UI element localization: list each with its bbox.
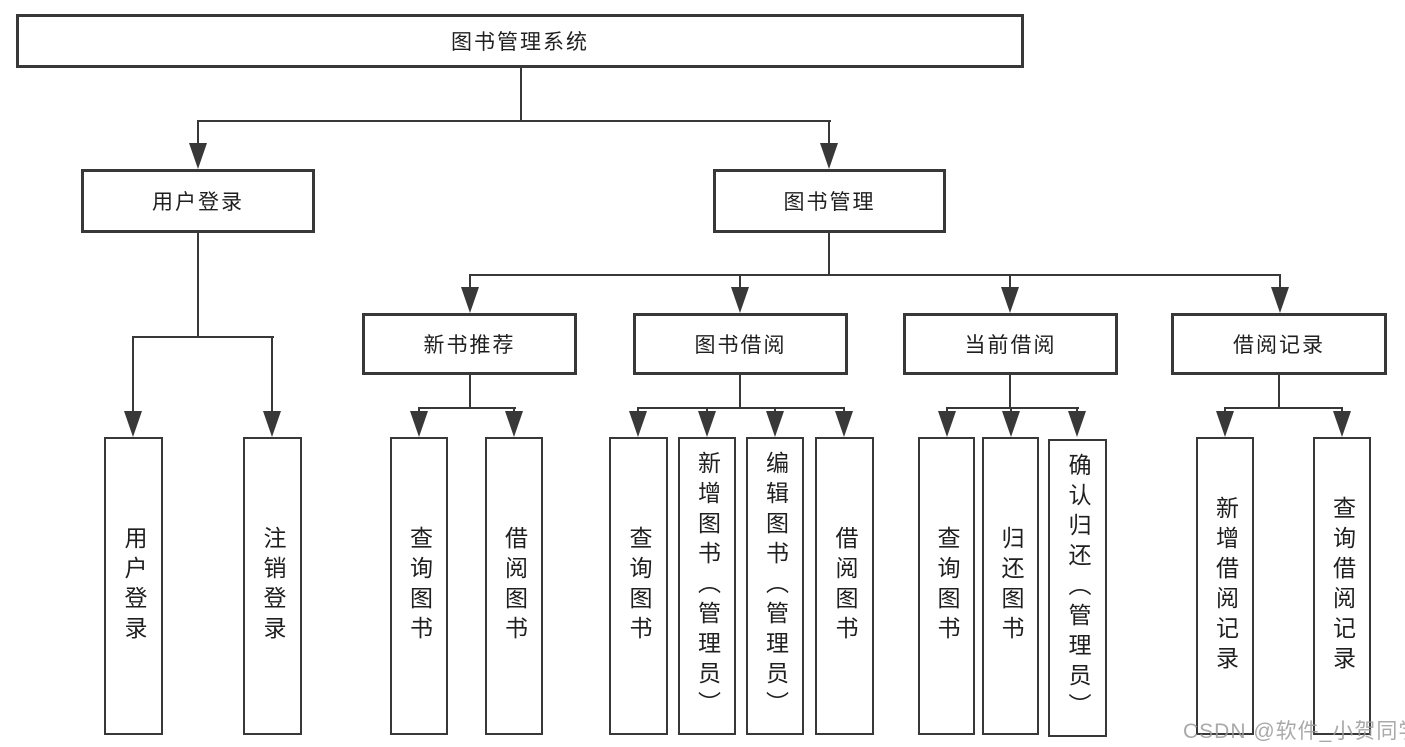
- leaf-confirm-return-admin: 确认归还（管理员）: [1048, 439, 1107, 737]
- leaf-query-books-2: 查询图书: [609, 437, 668, 735]
- arrow-down-icon: [1271, 287, 1289, 313]
- node-book-management: 图书管理: [713, 169, 946, 233]
- leaf-add-books-admin: 新增图书（管理员）: [678, 437, 736, 735]
- arrow-down-icon: [189, 143, 207, 169]
- arrow-down-icon: [766, 411, 784, 437]
- connector-line: [132, 336, 134, 414]
- connector-line: [513, 407, 515, 414]
- connector-line: [197, 120, 199, 146]
- node-label: 图书借阅: [694, 334, 787, 357]
- node-current-borrow: 当前借阅: [903, 313, 1118, 375]
- connector-line: [197, 120, 831, 122]
- leaf-label: 确认归还（管理员）: [1065, 453, 1091, 723]
- connector-line: [637, 407, 639, 414]
- connector-line: [1224, 407, 1343, 409]
- arrow-down-icon: [1002, 411, 1020, 437]
- node-label: 图书管理: [783, 191, 876, 214]
- connector-line: [843, 407, 845, 414]
- leaf-label: 查询借阅记录: [1329, 496, 1356, 676]
- connector-line: [946, 407, 1079, 409]
- connector-line: [1341, 407, 1343, 414]
- connector-line: [706, 407, 708, 414]
- arrow-down-icon: [1216, 411, 1234, 437]
- connector-line: [469, 274, 1281, 276]
- connector-line: [637, 407, 845, 409]
- connector-line: [946, 407, 948, 414]
- arrow-down-icon: [1333, 411, 1351, 437]
- connector-line: [1278, 375, 1280, 407]
- node-label: 新书推荐: [423, 334, 516, 357]
- csdn-watermark: CSDN @软件_小贺同学: [1183, 720, 1405, 743]
- leaf-query-books-1: 查询图书: [390, 437, 448, 735]
- connector-line: [1224, 407, 1226, 414]
- leaf-label: 新增图书（管理员）: [694, 451, 721, 721]
- connector-line: [828, 120, 830, 146]
- connector-line: [418, 407, 516, 409]
- leaf-edit-books-admin: 编辑图书（管理员）: [746, 437, 804, 735]
- node-label: 当前借阅: [964, 334, 1057, 357]
- connector-line: [271, 336, 273, 414]
- leaf-label: 归还图书: [998, 526, 1024, 646]
- leaf-label: 查询图书: [406, 526, 433, 646]
- connector-line: [1009, 274, 1011, 289]
- connector-line: [469, 375, 471, 407]
- leaf-label: 查询图书: [934, 526, 960, 646]
- node-label: 图书管理系统: [451, 31, 589, 54]
- leaf-return-books: 归还图书: [982, 437, 1039, 735]
- arrow-down-icon: [124, 411, 142, 437]
- leaf-label: 借阅图书: [501, 526, 528, 646]
- leaf-label: 编辑图书（管理员）: [762, 451, 789, 721]
- leaf-logout: 注销登录: [243, 437, 302, 735]
- leaf-user-login: 用户登录: [104, 437, 163, 735]
- leaf-label: 借阅图书: [832, 526, 858, 646]
- connector-line: [197, 233, 199, 336]
- arrow-down-icon: [835, 411, 853, 437]
- leaf-query-books-3: 查询图书: [918, 437, 975, 735]
- arrow-down-icon: [820, 143, 838, 169]
- arrow-down-icon: [1001, 287, 1019, 313]
- arrow-down-icon: [629, 411, 647, 437]
- node-user-login: 用户登录: [81, 169, 315, 233]
- connector-line: [418, 407, 420, 414]
- connector-line: [1279, 274, 1281, 289]
- leaf-label: 新增借阅记录: [1212, 496, 1239, 676]
- arrow-down-icon: [731, 287, 749, 313]
- node-label: 借阅记录: [1233, 334, 1325, 357]
- connector-line: [1076, 407, 1078, 414]
- connector-line: [1010, 407, 1012, 414]
- connector-line: [1009, 375, 1011, 407]
- connector-line: [469, 274, 471, 289]
- connector-line: [828, 233, 830, 274]
- leaf-query-borrow-record: 查询借阅记录: [1313, 437, 1371, 735]
- node-root-system: 图书管理系统: [16, 14, 1024, 68]
- node-label: 用户登录: [152, 191, 244, 214]
- arrow-down-icon: [938, 411, 956, 437]
- node-book-borrow: 图书借阅: [633, 313, 848, 375]
- leaf-label: 用户登录: [121, 526, 147, 646]
- arrow-down-icon: [505, 411, 523, 437]
- leaf-borrow-books-1: 借阅图书: [485, 437, 543, 735]
- connector-line: [739, 274, 741, 289]
- connector-line: [520, 68, 522, 120]
- arrow-down-icon: [461, 287, 479, 313]
- leaf-label: 查询图书: [626, 526, 652, 646]
- leaf-add-borrow-record: 新增借阅记录: [1196, 437, 1254, 735]
- connector-line: [132, 336, 274, 338]
- node-new-book-recommend: 新书推荐: [362, 313, 577, 375]
- connector-line: [774, 407, 776, 414]
- arrow-down-icon: [1068, 411, 1086, 437]
- arrow-down-icon: [410, 411, 428, 437]
- leaf-borrow-books-2: 借阅图书: [815, 437, 874, 735]
- node-borrow-records: 借阅记录: [1171, 313, 1387, 375]
- connector-line: [739, 375, 741, 407]
- arrow-down-icon: [698, 411, 716, 437]
- leaf-label: 注销登录: [260, 526, 286, 646]
- arrow-down-icon: [263, 411, 281, 437]
